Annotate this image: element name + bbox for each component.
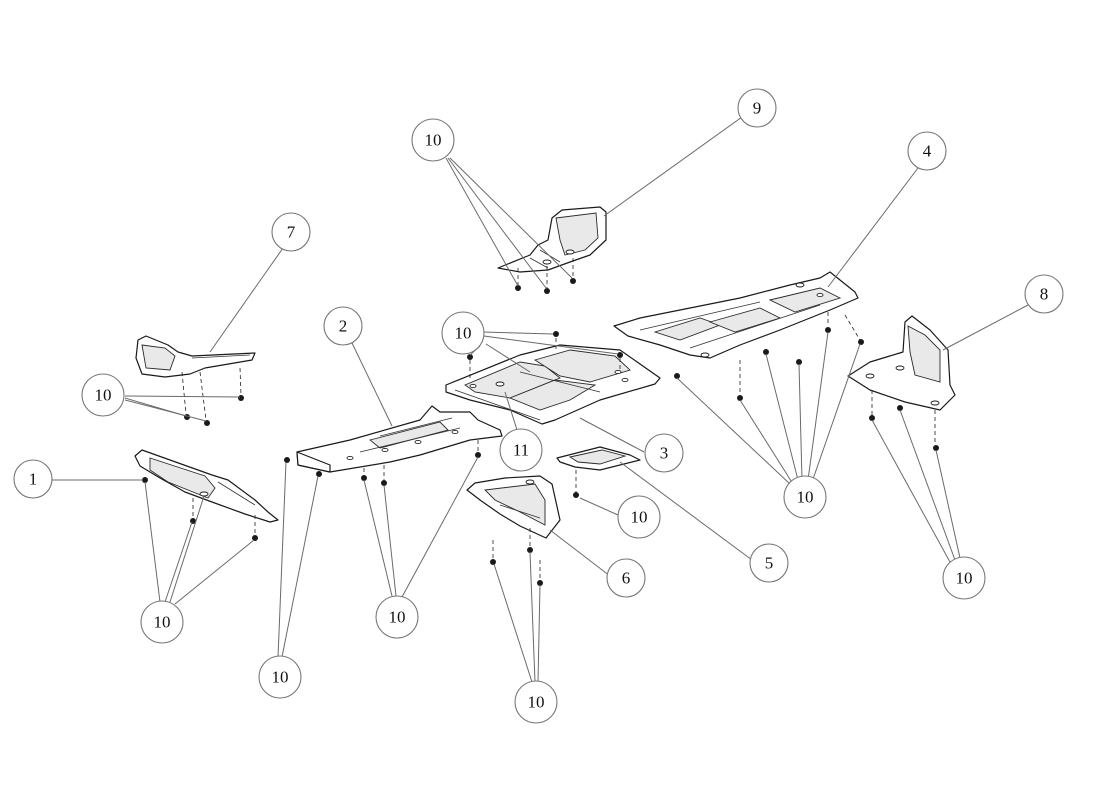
callout-7: 7 — [271, 212, 311, 252]
callout-label: 10 — [631, 508, 648, 527]
callout-11: 11 — [499, 428, 543, 472]
callout-label: 9 — [753, 99, 762, 118]
callout-label: 1 — [29, 470, 38, 489]
callout-label: 3 — [660, 444, 669, 463]
callout-10-right: 10 — [942, 556, 986, 600]
callout-label: 4 — [923, 142, 932, 161]
callout-4: 4 — [907, 131, 947, 171]
callout-label: 10 — [389, 608, 406, 627]
callout-label: 10 — [154, 613, 171, 632]
callout-3: 3 — [644, 433, 684, 473]
callout-1: 1 — [13, 459, 53, 499]
callout-10-left: 10 — [81, 373, 125, 417]
part-5-cover-plate — [556, 446, 641, 498]
callout-10-part6: 10 — [514, 680, 558, 724]
callout-label: 2 — [339, 317, 348, 336]
callout-label: 10 — [425, 131, 442, 150]
part-1-guard — [134, 449, 279, 541]
part-2-skid-plate — [284, 405, 503, 486]
callout-label: 8 — [1040, 285, 1049, 304]
callout-8: 8 — [1024, 274, 1064, 314]
part-7-bracket — [135, 335, 256, 426]
callout-label: 10 — [528, 693, 545, 712]
callout-label: 10 — [956, 569, 973, 588]
callout-10-part2: 10 — [375, 595, 419, 639]
callout-label: 10 — [272, 668, 289, 687]
callout-label: 10 — [95, 386, 112, 405]
callout-10-right-mid: 10 — [783, 475, 827, 519]
callout-10-part1: 10 — [140, 600, 184, 644]
callout-10-top: 10 — [411, 118, 455, 162]
callout-2: 2 — [323, 306, 363, 346]
part-3-center-plate — [445, 331, 661, 425]
callout-label: 10 — [797, 488, 814, 507]
callout-label: 7 — [287, 223, 296, 242]
callout-5: 5 — [749, 543, 789, 583]
part-8-bracket — [847, 315, 956, 451]
callout-label: 6 — [622, 569, 631, 588]
callout-9: 9 — [737, 88, 777, 128]
part-4-skid-plate — [613, 271, 864, 401]
part-6-guard — [466, 475, 561, 586]
callout-label: 5 — [765, 554, 774, 573]
callout-10-far-left: 10 — [258, 655, 302, 699]
callout-6: 6 — [606, 558, 646, 598]
callout-label: 10 — [455, 324, 472, 343]
callout-label: 11 — [513, 441, 529, 460]
callout-10-center: 10 — [441, 311, 485, 355]
leader-lines — [52, 116, 1029, 683]
part-9-guard — [497, 206, 607, 294]
callout-10-part5: 10 — [617, 495, 661, 539]
